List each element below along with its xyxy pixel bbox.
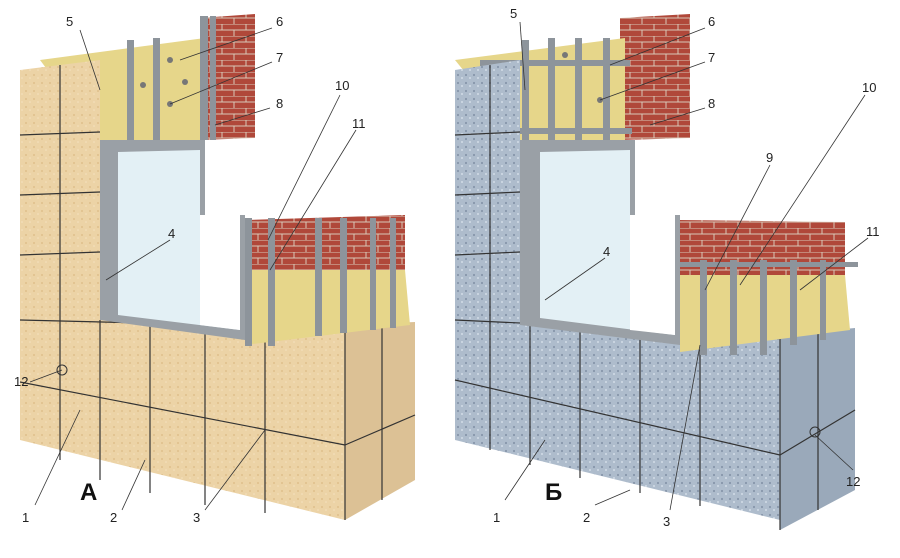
variant-b: 5 6 7 8 9 10 11 4 12 1 2 3 Б — [454, 6, 880, 530]
callout-10: 10 — [335, 78, 349, 93]
detail-marker-a — [56, 364, 68, 376]
callout-11: 11 — [866, 224, 880, 239]
detail-marker-b — [809, 426, 821, 438]
callout-1: 1 — [493, 510, 500, 525]
right-profiles-b — [678, 260, 858, 355]
window-opening-a — [200, 215, 240, 330]
right-brick-b — [680, 220, 845, 285]
callout-2: 2 — [110, 510, 117, 525]
callout-5: 5 — [66, 14, 73, 29]
tile-cladding-b — [455, 60, 780, 520]
tile-joints-b — [454, 65, 856, 530]
callout-12: 12 — [846, 474, 860, 489]
callout-4: 4 — [603, 244, 610, 259]
callout-11: 11 — [352, 116, 366, 131]
variant-letter-a: А — [80, 479, 97, 506]
brick-wall-top-b — [620, 14, 690, 140]
callout-2: 2 — [583, 510, 590, 525]
callout-9: 9 — [766, 150, 773, 165]
right-brick-a — [245, 215, 405, 285]
callout-6: 6 — [276, 14, 283, 29]
window-opening-b — [630, 215, 675, 335]
callout-8: 8 — [708, 96, 715, 111]
callout-8: 8 — [276, 96, 283, 111]
callouts-a: 5 6 7 8 10 11 4 12 1 2 3 А — [14, 14, 366, 525]
callout-1: 1 — [22, 510, 29, 525]
tile-cladding-a-side — [345, 322, 415, 520]
guide-profiles — [127, 16, 216, 140]
leaders-a — [29, 27, 357, 511]
callout-12: 12 — [14, 374, 28, 389]
callout-3: 3 — [193, 510, 200, 525]
callout-7: 7 — [708, 50, 715, 65]
guide-profiles-b — [480, 38, 632, 140]
tile-cladding-a — [20, 60, 345, 520]
variant-letter-b: Б — [545, 479, 562, 506]
callout-5: 5 — [510, 6, 517, 21]
right-profiles-a — [245, 218, 396, 346]
callout-4: 4 — [168, 226, 175, 241]
callout-7: 7 — [276, 50, 283, 65]
callout-3: 3 — [663, 514, 670, 529]
variant-a: 5 6 7 8 10 11 4 12 1 2 3 А — [14, 14, 416, 525]
callout-10: 10 — [862, 80, 876, 95]
callout-6: 6 — [708, 14, 715, 29]
tile-joints-a — [19, 65, 416, 520]
right-insulation-a — [245, 270, 410, 345]
callouts-b: 5 6 7 8 9 10 11 4 12 1 2 3 Б — [493, 6, 880, 529]
leaders-b — [504, 21, 869, 511]
